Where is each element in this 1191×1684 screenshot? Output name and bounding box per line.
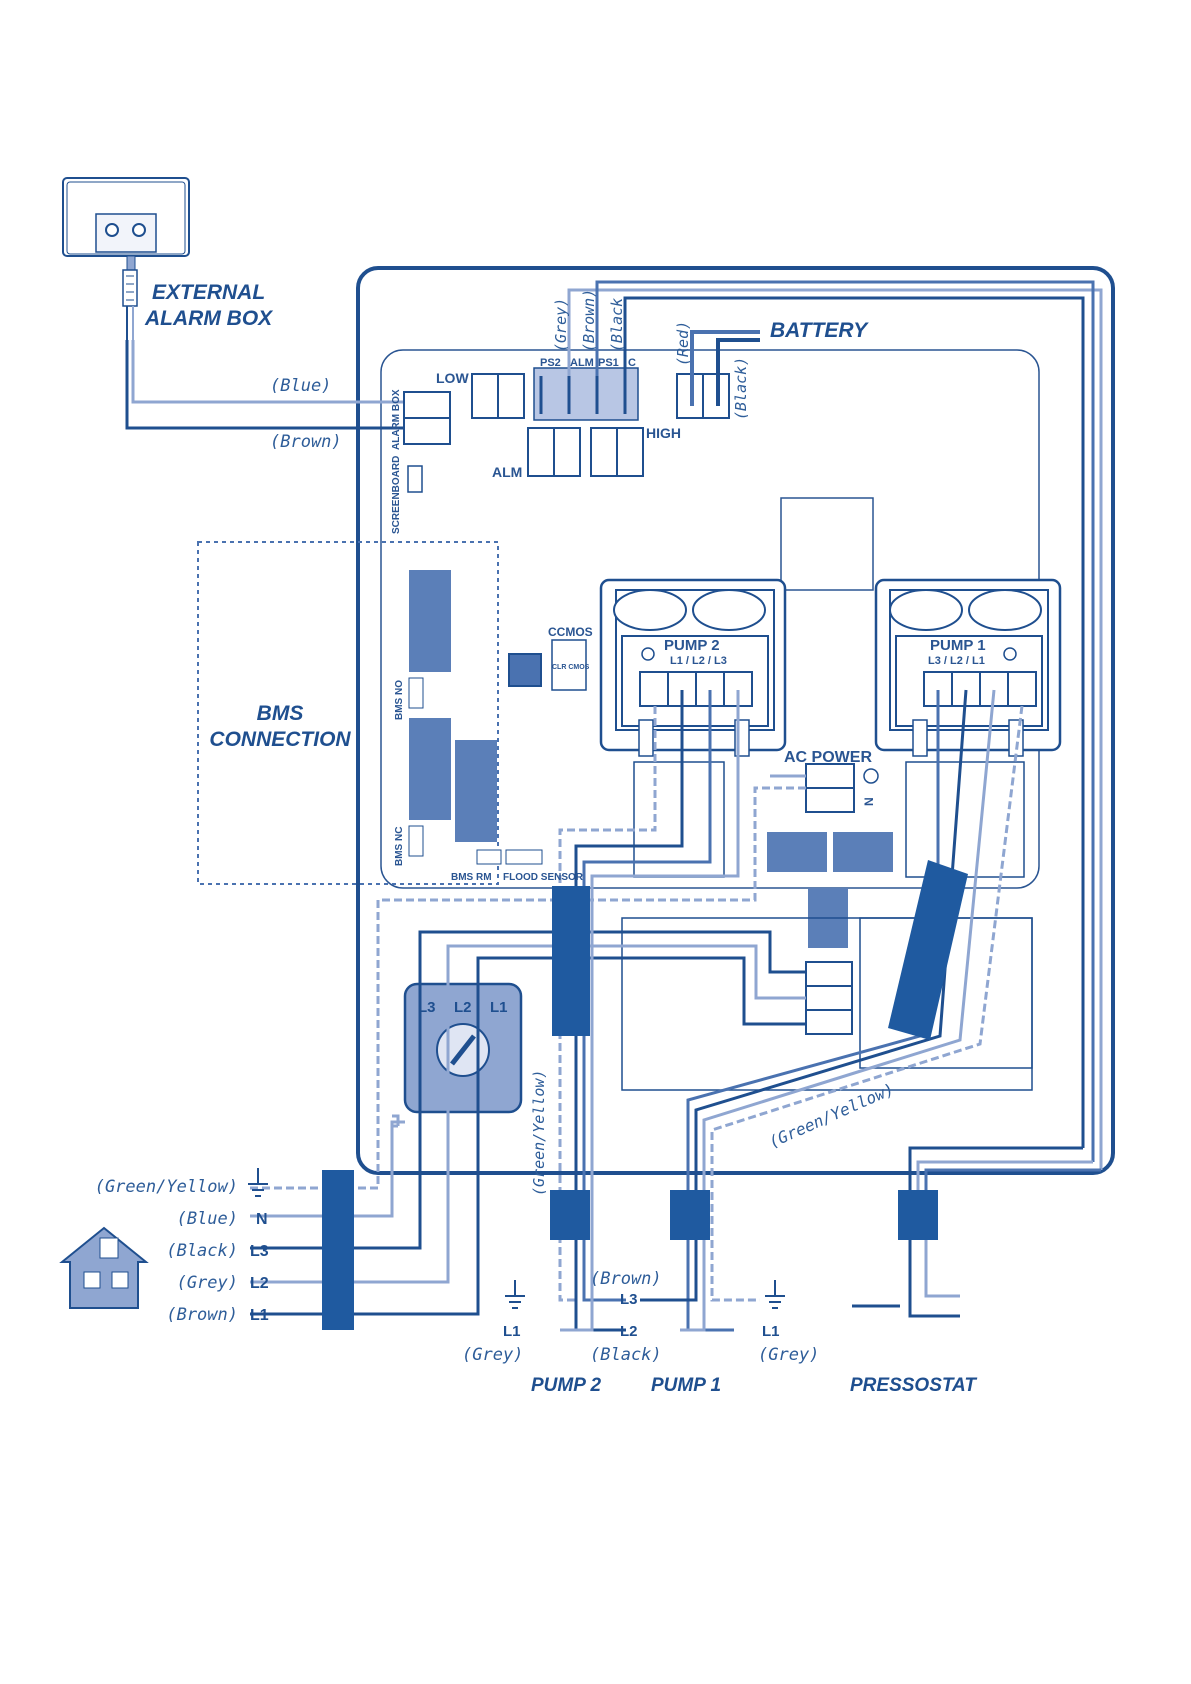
main-terminal [805, 961, 853, 1035]
mains-grey-label: (Grey) [177, 1273, 238, 1293]
wire-black-ps-label: (Black [608, 298, 626, 352]
pump2-footer: PUMP 2 [531, 1375, 601, 1396]
external-alarm-label-2: ALARM BOX [144, 307, 274, 330]
capacitor [767, 832, 827, 872]
bms-relay [409, 570, 451, 672]
low-label: LOW [436, 370, 469, 386]
wire-brown [125, 340, 420, 430]
pump1-header: PUMP 1 [930, 637, 986, 654]
c-label: C [628, 357, 636, 369]
pump2-header: PUMP 2 [664, 637, 720, 654]
mains-gy-label: (Green/Yellow) [95, 1177, 238, 1197]
ground-icon [765, 1280, 785, 1309]
ac-power-label: AC POWER [784, 749, 872, 766]
bms-nc-label: BMS NC [394, 827, 405, 866]
wire-gy-pump2-label: (Green/Yellow) [530, 1070, 548, 1196]
pump2-gland [550, 1190, 590, 1240]
ground-icon [1003, 647, 1017, 661]
bms-no-label: BMS NO [394, 680, 405, 720]
ccmos-jumper [551, 639, 587, 691]
transformer-box [780, 497, 874, 591]
wire-brown-ps-label: (Brown) [580, 289, 598, 352]
switch-l3: L3 [418, 999, 436, 1016]
ps1-label: PS1 [598, 357, 619, 369]
mains-black-label: (Black) [166, 1241, 238, 1261]
external-alarm-label-1: EXTERNAL [152, 281, 265, 304]
pressostat-gland [898, 1190, 938, 1240]
pump2-grey-label: (Grey) [462, 1345, 523, 1365]
alarm-box-board-label: ALARM BOX [391, 389, 402, 450]
pump2-block [599, 578, 787, 752]
mains-blue-label: (Blue) [177, 1209, 238, 1229]
pressostat-footer: PRESSOSTAT [850, 1375, 977, 1396]
pump2-terms: L1 / L2 / L3 [670, 655, 727, 667]
terminal-icon [105, 223, 119, 237]
screenboard-label: SCREENBOARD [391, 456, 402, 534]
pump1-grey-label: (Grey) [758, 1345, 819, 1365]
cable-sleeve [888, 860, 968, 1040]
battery-label: BATTERY [770, 319, 869, 342]
enclosure [356, 266, 1115, 1175]
bms-relay [455, 740, 497, 842]
wire-blue [131, 340, 412, 404]
switch-l2: L2 [454, 999, 472, 1016]
house-icon [59, 1226, 149, 1309]
wire-brown-label: (Brown) [270, 432, 342, 452]
pump2-l1-term: L1 [503, 1323, 521, 1340]
pump-l3-term: L3 [620, 1291, 638, 1308]
bms-label-2: CONNECTION [209, 728, 351, 751]
alm-label: ALM [492, 464, 522, 480]
pump-black-label: (Black) [590, 1345, 662, 1365]
ground-icon [641, 647, 655, 661]
pump1-l1-term: L1 [762, 1323, 780, 1340]
mains-n-term: N [256, 1211, 268, 1228]
wire-black-batt-label: (Black) [732, 357, 750, 420]
ac-n-label: N [862, 797, 876, 806]
clr-cmos-label: CLR CMOS [552, 664, 590, 671]
high-label: HIGH [646, 425, 681, 441]
ps-terminal [533, 367, 639, 421]
ccmos-label: CCMOS [548, 625, 593, 639]
ground-icon [248, 1168, 268, 1197]
bms-rm-label: BMS RM [451, 872, 492, 883]
switch-l1: L1 [490, 999, 508, 1016]
bms-relay [409, 718, 451, 820]
wire-blue-label: (Blue) [270, 376, 331, 396]
flood-sensor-label: FLOOD SENSOR [503, 872, 584, 883]
pump1-gland [670, 1190, 710, 1240]
ground-icon [505, 1280, 525, 1309]
terminal-icon [132, 223, 146, 237]
wire-red-batt-label: (Red) [674, 321, 692, 366]
ps2-label: PS2 [540, 357, 561, 369]
ground-icon [863, 768, 879, 784]
mains-brown-label: (Brown) [166, 1305, 238, 1325]
pump1-footer: PUMP 1 [651, 1375, 721, 1396]
cable-sleeve [552, 886, 590, 1036]
capacitor [833, 832, 893, 872]
wire-grey-ps-label: (Grey) [552, 298, 570, 352]
pump-brown-label: (Brown) [590, 1269, 662, 1289]
pump-l2-term: L2 [620, 1323, 638, 1340]
mains-l2-term: L2 [250, 1275, 269, 1292]
chip [508, 653, 542, 687]
mains-l3-term: L3 [250, 1243, 269, 1260]
alm-top-label: ALM [570, 357, 594, 369]
pump1-terms: L3 / L2 / L1 [928, 655, 985, 667]
bms-label-1: BMS [257, 702, 304, 725]
external-alarm-box [62, 177, 190, 342]
bms-connection-area [197, 541, 499, 885]
mains-gland [322, 1170, 354, 1330]
mains-l1-term: L1 [250, 1307, 269, 1324]
